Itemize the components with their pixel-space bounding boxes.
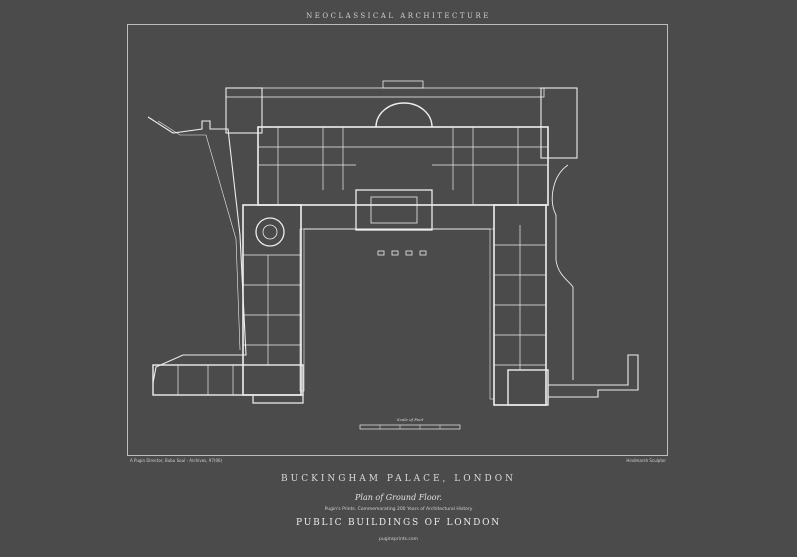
grand-hall — [355, 189, 433, 231]
southwest-block — [152, 364, 304, 396]
north-block — [257, 126, 549, 206]
east-garden-curve — [551, 164, 574, 380]
plate-title: BUCKINGHAM PALACE, LONDON — [281, 474, 516, 484]
forecourt-pedestals — [377, 250, 427, 256]
southeast-block — [507, 369, 549, 406]
drawing-credit: A Pugin Director, Bubu Soul - Archives, … — [130, 458, 223, 463]
top-gate — [382, 80, 424, 89]
collection-header: NEOCLASSICAL ARCHITECTURE — [306, 12, 491, 20]
rotunda-inner — [262, 224, 278, 240]
interior-partitions — [177, 127, 548, 395]
west-court-line — [299, 228, 305, 392]
left-pavilion — [225, 87, 263, 134]
commemoration-note: Pugin's Prints. Commemorating 200 Years … — [324, 507, 473, 512]
floor-plan-drawing: Scale of Feet — [147, 80, 639, 430]
series-title: PUBLIC BUILDINGS OF LONDON — [296, 518, 501, 528]
east-annex — [548, 354, 639, 398]
engraver-credit: Hindmarsh Sculptor — [626, 458, 666, 463]
hall-inner — [370, 196, 418, 224]
right-pavilion — [540, 87, 578, 159]
website-link[interactable]: puginsprints.com — [379, 537, 418, 542]
drawing-frame: Scale of Feet — [127, 24, 668, 456]
scale-label: Scale of Feet — [397, 417, 424, 422]
scale-bar — [359, 424, 461, 430]
central-bow — [375, 102, 433, 128]
rotunda — [255, 217, 285, 247]
plate-subtitle: Plan of Ground Floor. — [355, 493, 442, 502]
east-court-line — [489, 228, 495, 400]
southwest-bow — [252, 395, 304, 404]
site-boundary-left — [147, 116, 247, 384]
top-colonnade — [225, 87, 545, 98]
site-boundary-inner — [157, 120, 241, 351]
west-wing — [242, 204, 302, 396]
